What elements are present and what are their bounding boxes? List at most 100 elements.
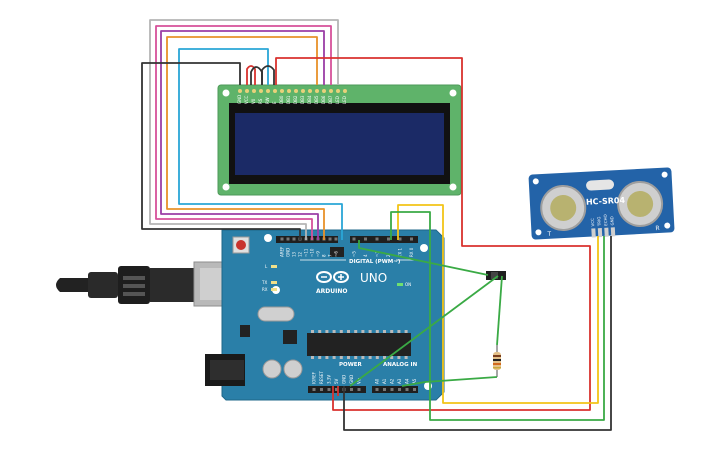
analog-pin	[375, 388, 379, 391]
chip-leg	[361, 356, 365, 359]
chip-leg	[397, 330, 401, 333]
chip-leg	[390, 330, 394, 333]
sensor-title: HC-SR04	[586, 196, 626, 207]
lcd-pin-label: DB3	[300, 95, 305, 104]
lcd-pin	[322, 89, 326, 93]
wire-blue	[178, 48, 343, 240]
chip-leg	[325, 330, 329, 333]
led-on	[397, 283, 403, 286]
digital-pin	[387, 237, 390, 241]
capacitor	[262, 359, 282, 379]
chip-leg	[375, 356, 379, 359]
wire-green-a0	[401, 376, 498, 387]
wire-black-jumper	[250, 66, 263, 85]
microcontroller-chip	[307, 333, 411, 356]
digital-pin	[328, 237, 332, 241]
chip-leg	[361, 330, 365, 333]
reset-button-icon	[232, 236, 250, 254]
chip-leg	[383, 330, 386, 333]
digital-pin-label: 4	[363, 254, 368, 257]
chip-leg	[339, 356, 343, 359]
power-pin-label: Vin	[357, 377, 362, 384]
wire-green-switch	[358, 240, 489, 276]
sensor-pin-label: ECHO	[603, 214, 609, 226]
wire-gray	[149, 19, 339, 240]
analog-pin	[390, 388, 394, 391]
power-pin-label: IOREF	[312, 371, 317, 384]
lcd-pin-label: DB0	[279, 95, 284, 104]
led-tx-label: TX	[261, 280, 267, 285]
arduino-brand-label: ARDUINO	[316, 288, 347, 295]
lcd-pin-label: DB6	[321, 95, 326, 104]
digital-pin	[410, 237, 413, 241]
digital-pin	[292, 237, 296, 241]
analog-pin-label: A5	[412, 378, 417, 384]
digital-pin	[398, 237, 402, 241]
chip-legs	[311, 330, 408, 359]
lcd-pin	[259, 89, 263, 93]
lcd-pin	[280, 89, 284, 93]
digital-header-label: DIGITAL (PWM~)	[349, 259, 401, 265]
digital-pin-label: TX 1	[398, 248, 403, 258]
digital-pin-label: ~9	[316, 251, 321, 257]
resistor	[493, 345, 501, 377]
digital-pin-label: AREF	[280, 246, 285, 257]
chip-leg	[318, 330, 322, 333]
lcd-pin	[308, 89, 312, 93]
digital-pin-label: ~5	[352, 251, 357, 257]
analog-pin	[398, 388, 401, 391]
digital-pin-label: 8	[322, 254, 327, 257]
chip-leg	[368, 330, 372, 333]
slide-switch	[486, 271, 506, 280]
power-pin-label: GND	[342, 375, 347, 384]
usb-cable-icon	[56, 261, 237, 307]
chip-leg	[347, 356, 350, 359]
digital-pin-label: RX 0	[409, 247, 414, 257]
lcd-pin	[245, 89, 249, 93]
chip-leg	[390, 356, 394, 359]
wire-red-jumper	[246, 65, 256, 85]
analog-pin-label: A0	[375, 378, 380, 384]
chip-leg	[325, 356, 329, 359]
lcd-pin	[238, 89, 242, 93]
digital-pin	[334, 237, 338, 241]
power-pin-label: RESET	[319, 371, 324, 384]
lcd-pin-label: RS	[258, 98, 263, 104]
digital-pin-label: ~6	[334, 251, 339, 257]
digital-pin	[286, 237, 290, 241]
chip-leg	[397, 356, 401, 359]
lcd-pin	[287, 89, 291, 93]
power-pin	[312, 388, 316, 391]
digital-pin-label: ~11	[304, 248, 309, 257]
digital-pin-label: 2	[386, 254, 391, 257]
digital-pin-label: 12	[298, 251, 303, 257]
chip-leg	[332, 356, 336, 359]
sensor-pin	[604, 227, 609, 237]
led-l	[271, 265, 277, 268]
analog-pin-label: A2	[390, 378, 395, 384]
arduino-logo-icon	[316, 271, 349, 283]
chip-leg	[375, 330, 379, 333]
crystal	[586, 179, 615, 191]
wire-yellow	[397, 204, 599, 404]
power-pin-label: 3.3V	[327, 375, 332, 384]
digital-pin-label: ~10	[310, 248, 315, 257]
lcd-pin	[336, 89, 340, 93]
lcd-pin-label: E	[272, 101, 277, 104]
digital-pin-label: ~3	[375, 251, 380, 257]
power-pin	[320, 388, 323, 391]
wire-green-switch2	[349, 275, 499, 387]
lcd-pin	[252, 89, 256, 93]
chip-leg	[318, 356, 322, 359]
analog-pin-label: A4	[405, 378, 410, 384]
sensor-pin-label: VCC	[590, 218, 595, 227]
power-pin	[357, 388, 361, 391]
lcd-pin	[301, 89, 305, 93]
board-crystal	[257, 306, 295, 322]
chip-leg	[404, 330, 408, 333]
analog-header-label: ANALOG IN	[383, 362, 418, 368]
lcd-pin	[294, 89, 298, 93]
